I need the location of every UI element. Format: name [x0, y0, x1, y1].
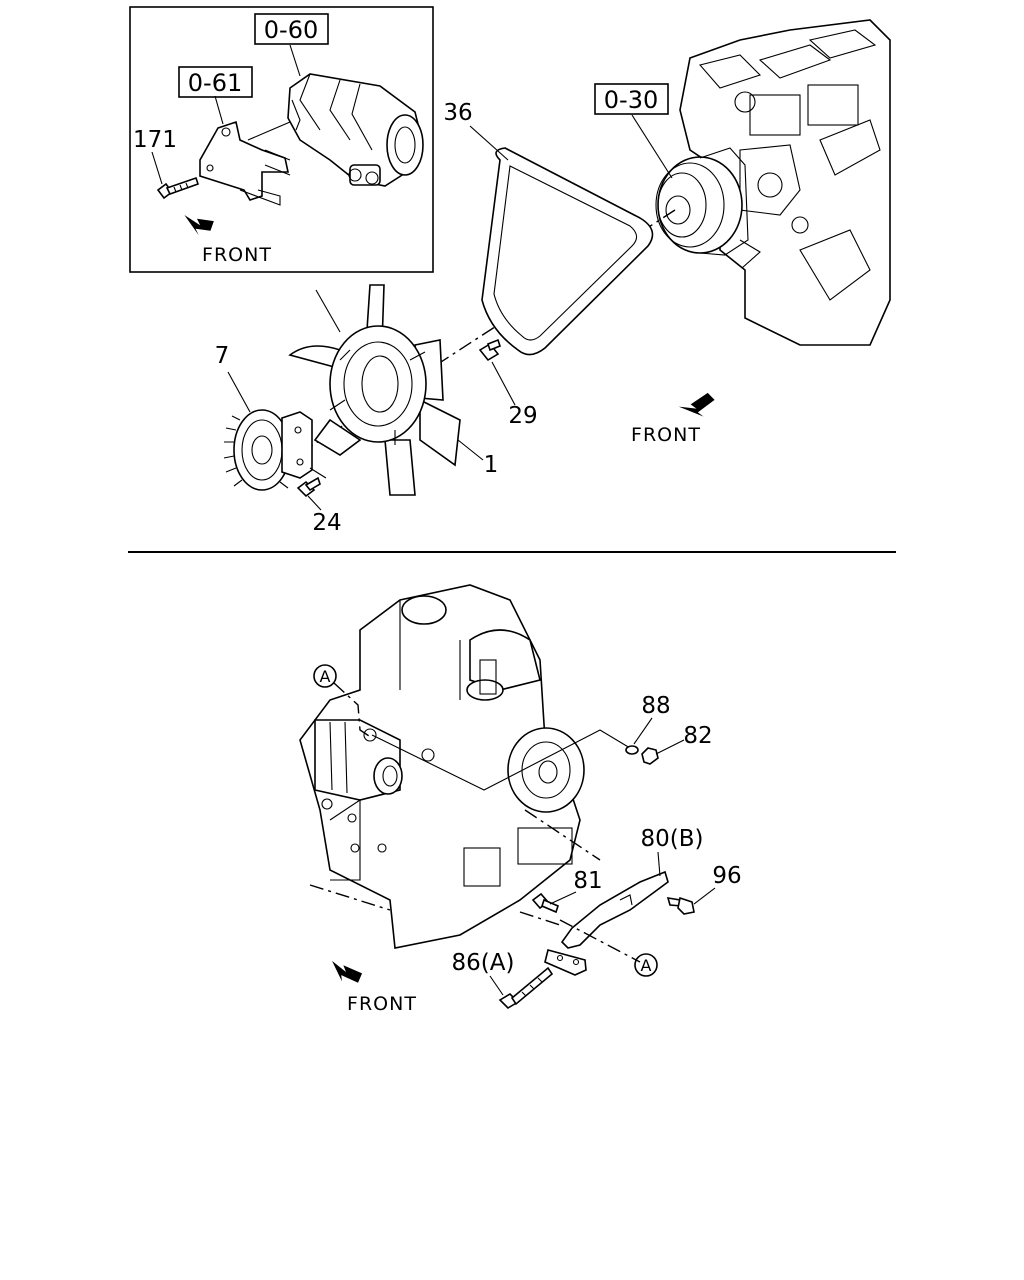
fan-clutch-illustration — [223, 409, 313, 491]
drive-belt-illustration — [481, 147, 654, 356]
leader-1 — [457, 439, 484, 461]
engine-block-top-illustration — [679, 19, 891, 346]
starter-motor-illustration — [287, 73, 424, 187]
leader-81 — [549, 891, 577, 905]
bolt-96-illustration — [666, 896, 695, 915]
leader-0-61 — [214, 95, 224, 125]
inset-front-label: FRONT — [202, 244, 272, 266]
leader-a-top — [333, 682, 373, 739]
leader-7 — [227, 371, 251, 413]
starter-inset: 0-60 0-61 171 FRONT — [129, 6, 434, 273]
bracket-80b-illustration — [544, 870, 669, 976]
ref-label-0-30: 0-30 — [604, 86, 658, 114]
marker-a-bottom-label: A — [641, 956, 652, 975]
bottom-view: A 88 82 80(B) 96 — [299, 584, 742, 1015]
cooling-fan-illustration — [288, 284, 461, 496]
leader-88 — [633, 717, 653, 745]
front-arrow-icon — [332, 960, 363, 983]
leader-80b — [657, 851, 661, 877]
leader-86a — [489, 975, 504, 996]
leader-96 — [693, 887, 716, 905]
reference-marker-a-top — [313, 664, 337, 688]
nut-82-icon — [641, 747, 659, 765]
leader-36 — [469, 125, 509, 161]
leader-a-to-washer — [371, 729, 631, 791]
part-number-29: 29 — [508, 403, 537, 429]
leader-29 — [491, 361, 516, 406]
front-arrow-icon — [184, 214, 214, 236]
part-number-171: 171 — [133, 127, 177, 153]
ref-label-0-60: 0-60 — [264, 16, 318, 44]
part-number-81: 81 — [573, 868, 602, 894]
ref-box-0-60 — [254, 13, 329, 45]
washer-88-icon — [625, 745, 639, 755]
bolt-86a-illustration — [498, 966, 554, 1010]
reference-marker-a-bottom — [634, 953, 658, 977]
pulley-0-30-illustration — [655, 147, 749, 256]
part-number-88: 88 — [641, 693, 670, 719]
clutch-bolt-24-illustration — [296, 476, 321, 498]
leader-24 — [307, 495, 322, 511]
part-number-96: 96 — [712, 863, 741, 889]
top-view: 0-60 0-61 171 FRONT — [129, 6, 891, 536]
part-number-82: 82 — [683, 723, 712, 749]
part-number-86a: 86(A) — [452, 950, 515, 976]
leader-82 — [655, 739, 685, 755]
inset-frame — [129, 6, 434, 273]
ref-label-0-61: 0-61 — [188, 69, 242, 97]
marker-a-top-label: A — [320, 667, 331, 686]
part-number-1: 1 — [484, 452, 499, 478]
leader-0-60 — [289, 44, 301, 77]
ref-box-0-30 — [594, 83, 669, 115]
bottom-front-label: FRONT — [347, 993, 417, 1015]
starter-bracket-illustration — [199, 120, 291, 206]
leader-0-30 — [631, 114, 673, 179]
top-front-label: FRONT — [631, 424, 701, 446]
leader-171 — [151, 151, 163, 185]
part-number-36: 36 — [443, 100, 472, 126]
part-number-80b: 80(B) — [641, 826, 704, 852]
inset-bolt-171 — [156, 176, 200, 200]
front-arrow-icon — [678, 392, 715, 417]
fan-bolt-29-illustration — [478, 338, 501, 362]
ref-box-0-61 — [178, 66, 253, 98]
bolt-81-illustration — [531, 892, 559, 914]
engine-block-bottom-illustration — [299, 584, 601, 949]
part-number-7: 7 — [215, 343, 230, 369]
part-number-24: 24 — [312, 510, 341, 536]
